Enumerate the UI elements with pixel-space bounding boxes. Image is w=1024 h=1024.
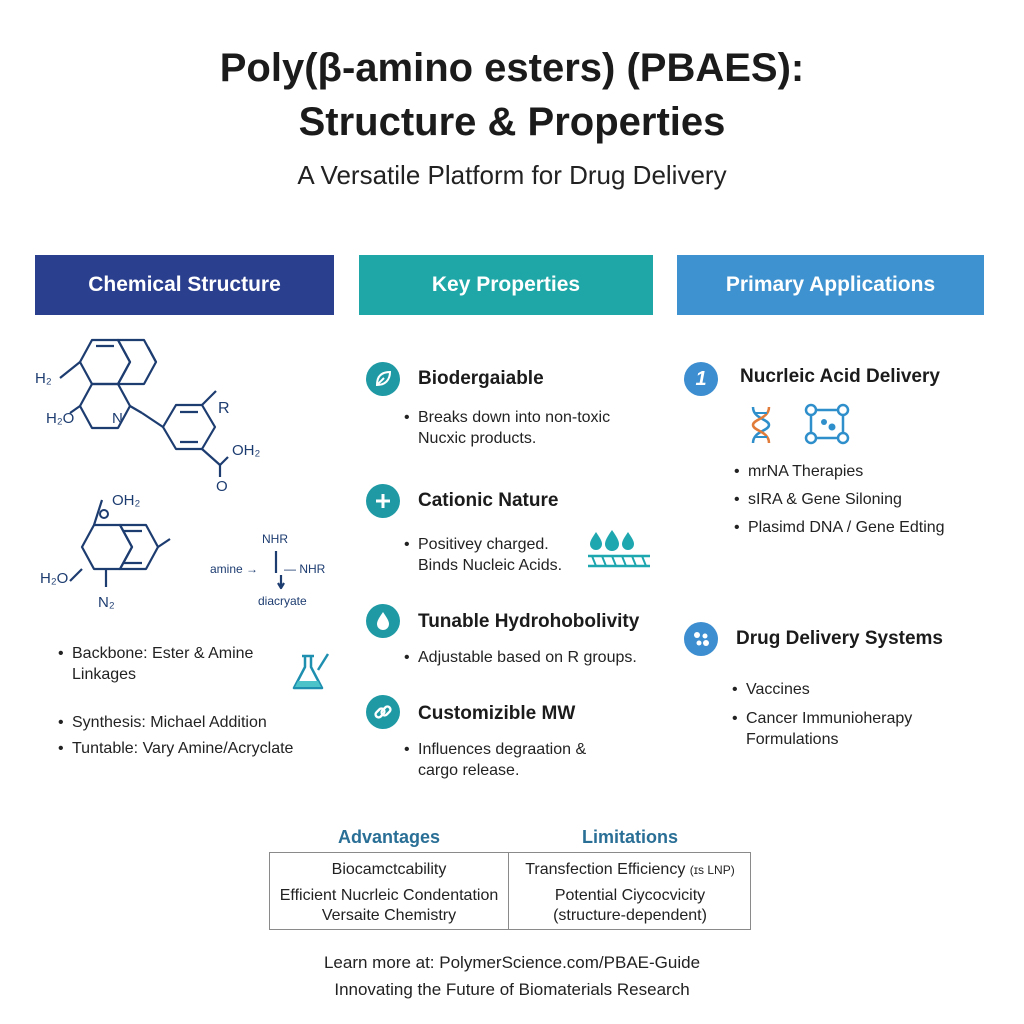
page-title-line1: Poly(β-amino esters) (PBAES): <box>219 46 805 90</box>
property-title-biodegradable: Biodergaiable <box>418 368 544 389</box>
leaf-icon <box>366 362 400 396</box>
column-header-structure: Chemical Structure <box>35 255 334 315</box>
chem-label-o-right: O <box>216 478 228 495</box>
limitations-header: Limitations <box>581 827 678 847</box>
chem-label-r: R <box>218 400 230 417</box>
chem-label-amine: amine → <box>210 562 258 576</box>
limitation-item-1: Transfection Efficiency (ɪs LNP) <box>525 861 735 878</box>
property-cationic-line2: Binds Nucleic Acids. <box>418 557 563 574</box>
chemical-structure-diagram: H₂ H₂O N R OH₂ O OH₂ H₂O N₂ NHR amine → … <box>35 338 326 611</box>
dna-icon <box>751 406 771 444</box>
page-title-line2: Structure & Properties <box>298 100 726 144</box>
property-mw-line1: Influences degraation & <box>404 739 586 760</box>
advantage-item-2: Efficient Nucrleic Condentation <box>279 887 499 904</box>
application-title-nucleic: Nucrleic Acid Delivery <box>740 366 940 387</box>
property-biodegradable-line1: Breaks down into non-toxic <box>404 407 610 428</box>
column-header-properties: Key Properties <box>359 255 653 315</box>
learn-more-text: Learn more at: PolymerScience.com/PBAE-G… <box>323 953 701 972</box>
chem-label-diacryate: diacryate <box>258 594 307 608</box>
link-icon <box>366 695 400 729</box>
application-drug-item2: Cancer Immunioherapy <box>732 708 912 729</box>
application-nucleic-item3: Plasimd DNA / Gene Edting <box>734 517 945 538</box>
chem-label-oh2-right: OH₂ <box>232 442 261 459</box>
chem-label-n2: N₂ <box>98 594 115 611</box>
advantages-header: Advantages <box>337 827 441 847</box>
footer-tagline: Innovating the Future of Biomaterials Re… <box>334 980 690 999</box>
property-hydrophobicity-line1: Adjustable based on R groups. <box>404 647 637 668</box>
plus-icon <box>366 484 400 518</box>
drug-particles-icon <box>684 622 718 656</box>
limitation-item-2-cont: (structure-dependent) <box>553 907 707 924</box>
table-divider <box>508 852 509 930</box>
chem-label-h2o-mid: H₂O <box>40 570 68 587</box>
application-drug-item2-cont: Formulations <box>746 731 839 748</box>
nanoparticle-icon <box>804 403 850 445</box>
chem-label-h2o: H₂O <box>46 410 74 427</box>
chem-label-nhr-right: — NHR <box>284 562 326 576</box>
number-one-badge: 1 <box>684 362 718 396</box>
advantage-item-1: Biocamctcability <box>331 861 447 878</box>
application-nucleic-item2: sIRA & Gene Siloning <box>734 489 902 510</box>
chem-label-nhr-top: NHR <box>262 532 288 546</box>
application-title-drug: Drug Delivery Systems <box>736 628 943 649</box>
limitation-item-2: Potential Ciycocvicity <box>554 887 706 904</box>
advantage-item-3: Versaite Chemistry <box>321 907 457 924</box>
property-biodegradable-line2: Nucxic products. <box>418 430 537 447</box>
property-title-hydrophobicity: Tunable Hydrohobolivity <box>418 611 640 632</box>
comparison-table <box>269 852 751 930</box>
chem-label-h2: H₂ <box>35 370 52 387</box>
column-header-applications: Primary Applications <box>677 255 984 315</box>
property-cationic-line1: Positivey charged. <box>404 534 549 555</box>
structure-bullet-backbone-cont: Linkages <box>72 666 137 683</box>
nucleic-binding-icon <box>588 530 650 568</box>
property-title-mw: Customizible MW <box>418 703 576 724</box>
structure-bullet-tunable: Tuntable: Vary Amine/Acryclate <box>58 738 293 759</box>
structure-bullet-synthesis: Synthesis: Michael Addition <box>58 712 267 733</box>
chem-label-n: N <box>112 410 123 427</box>
water-drop-icon <box>366 604 400 638</box>
application-nucleic-item1: mrNA Therapies <box>734 461 863 482</box>
property-title-cationic: Cationic Nature <box>418 490 559 511</box>
chem-label-oh2-mid: OH₂ <box>112 492 141 509</box>
property-mw-line2: cargo release. <box>418 762 520 779</box>
application-drug-item1: Vaccines <box>732 679 810 700</box>
flask-icon <box>292 653 330 690</box>
structure-bullet-backbone: Backbone: Ester & Amine <box>58 643 253 664</box>
page-subtitle: A Versatile Platform for Drug Delivery <box>297 160 727 190</box>
